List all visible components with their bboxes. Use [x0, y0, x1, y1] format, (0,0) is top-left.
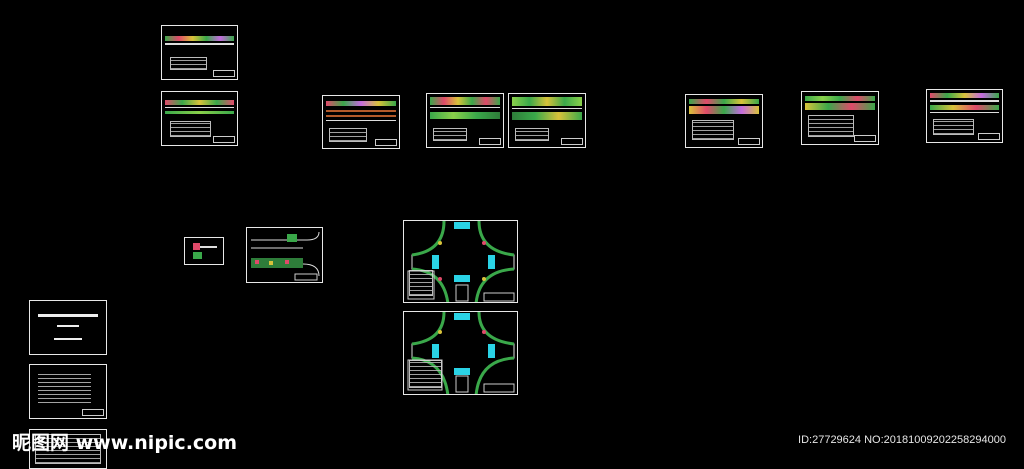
small-detail-sheet[interactable] [184, 237, 224, 265]
street-elevation-sheet-2[interactable] [161, 91, 238, 146]
street-plan-sheet-8[interactable] [926, 89, 1003, 143]
street-plan-sheet-3[interactable] [322, 95, 400, 149]
intersection-plan-sheet-1[interactable] [403, 220, 518, 303]
image-id-label: ID:27729624 NO:20181009202258294000 [798, 434, 1006, 446]
street-plan-sheet-7[interactable] [801, 91, 879, 145]
cover-sheet[interactable] [29, 300, 107, 355]
road-curve-sheet[interactable] [246, 227, 323, 283]
street-plan-sheet-4[interactable] [426, 93, 504, 148]
street-plan-sheet-6[interactable] [685, 94, 763, 148]
street-elevation-sheet-1[interactable] [161, 25, 238, 80]
intersection-plan-sheet-2[interactable] [403, 311, 518, 395]
notes-sheet[interactable] [29, 364, 107, 419]
street-plan-sheet-5[interactable] [508, 93, 586, 148]
nipic-watermark: 昵图网 www.nipic.com [12, 432, 238, 454]
